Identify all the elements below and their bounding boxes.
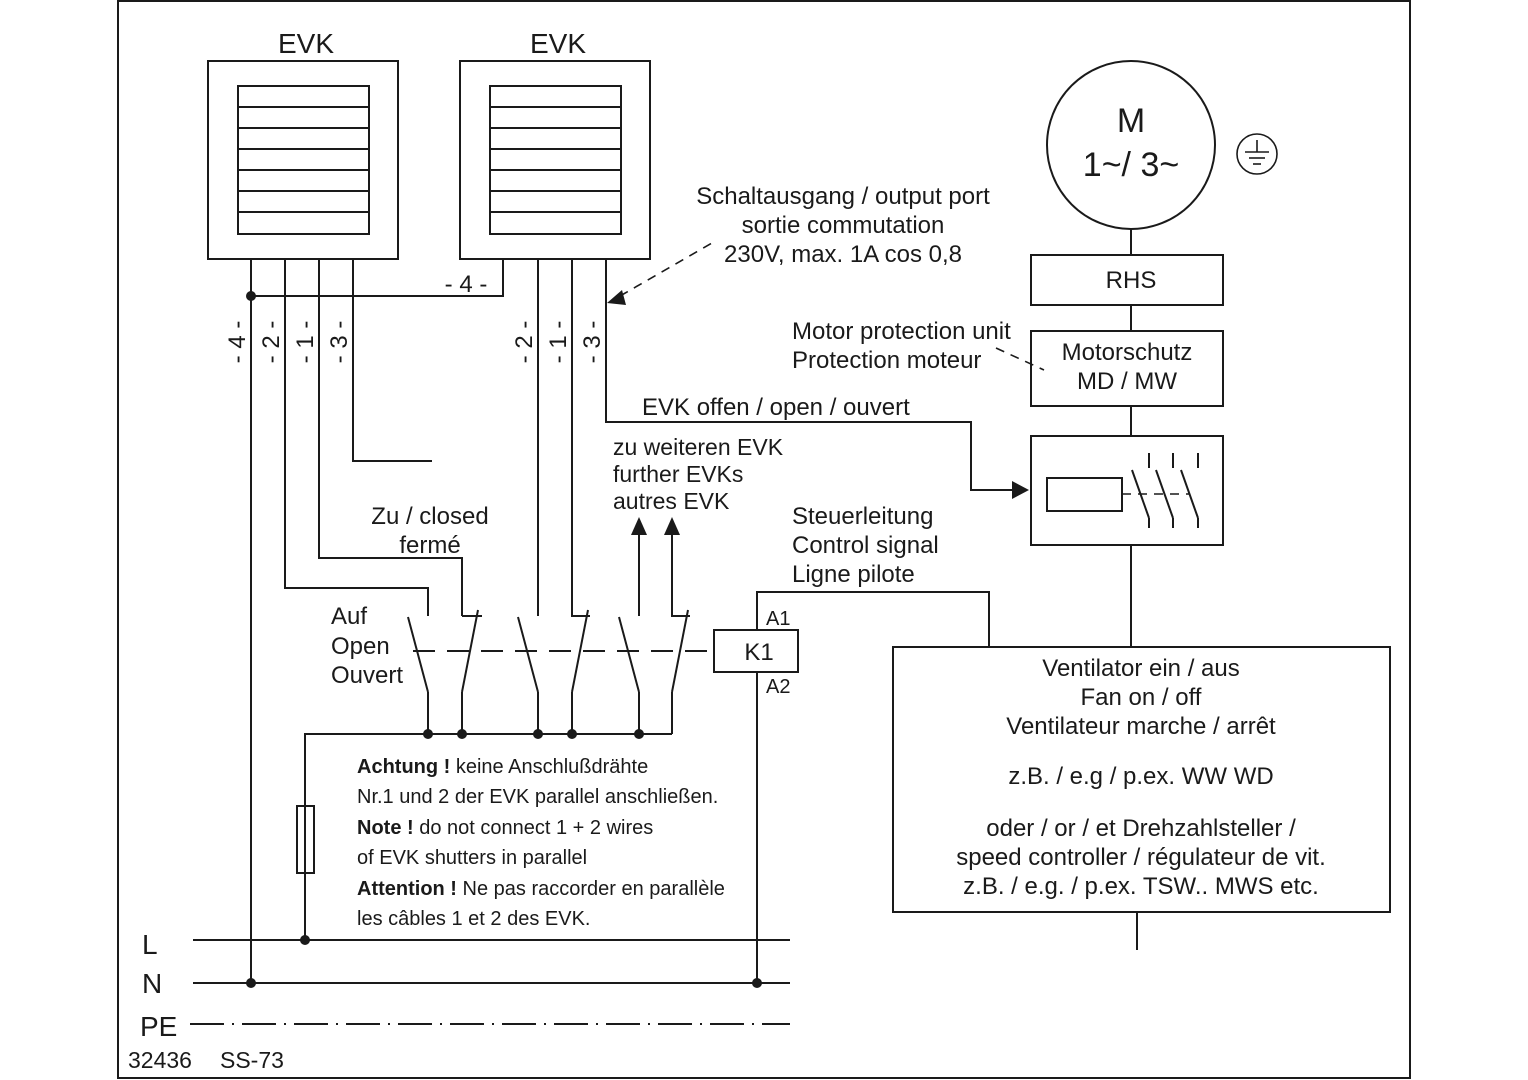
svg-text:MD / MW: MD / MW bbox=[1077, 368, 1177, 395]
svg-text:Note ! do not connect 1 + 2 w: Note ! do not connect 1 + 2 wires bbox=[357, 817, 653, 839]
motor-protection-box: Motorschutz MD / MW bbox=[1030, 330, 1224, 436]
motor-protection-callout: Motor protection unit Protection moteur bbox=[792, 318, 1045, 374]
svg-text:Zu / closed: Zu / closed bbox=[371, 503, 488, 530]
louver-icon bbox=[489, 85, 622, 235]
protective-earth-icon bbox=[1236, 133, 1278, 175]
rhs-box: RHS bbox=[1030, 254, 1224, 331]
relay-terminal-a1: A1 bbox=[766, 608, 790, 630]
svg-text:- 4 -: - 4 - bbox=[224, 321, 251, 364]
evk-1-label: EVK bbox=[278, 28, 334, 59]
svg-text:z.B. / e.g. / p.ex. TSW.. MWS: z.B. / e.g. / p.ex. TSW.. MWS etc. bbox=[963, 873, 1319, 900]
svg-text:further EVKs: further EVKs bbox=[613, 461, 743, 487]
svg-text:Protection moteur: Protection moteur bbox=[792, 347, 981, 374]
wire-4-label: - 4 - bbox=[445, 271, 488, 298]
svg-text:Fan on / off: Fan on / off bbox=[1081, 684, 1202, 711]
bus-label-n: N bbox=[142, 968, 162, 999]
svg-text:z.B. / e.g / p.ex. WW WD: z.B. / e.g / p.ex. WW WD bbox=[1008, 763, 1273, 790]
svg-text:Ventilator ein / aus: Ventilator ein / aus bbox=[1042, 655, 1239, 682]
svg-text:speed controller / régulateur: speed controller / régulateur de vit. bbox=[956, 844, 1326, 871]
evk-2-wires bbox=[537, 259, 1029, 617]
svg-text:Steuerleitung: Steuerleitung bbox=[792, 503, 933, 530]
svg-text:Achtung ! keine Anschlußdrähte: Achtung ! keine Anschlußdrähte bbox=[357, 756, 648, 778]
further-evk-label: zu weiteren EVK further EVKs autres EVK bbox=[613, 434, 784, 514]
further-evk-arrows bbox=[631, 517, 690, 617]
evk-unit-2: EVK bbox=[459, 28, 651, 260]
svg-text:zu weiteren EVK: zu weiteren EVK bbox=[613, 434, 784, 460]
svg-text:Nr.1 und 2 der EVK parallel an: Nr.1 und 2 der EVK parallel anschließen. bbox=[357, 786, 718, 808]
louver-icon bbox=[237, 85, 370, 235]
svg-text:les câbles 1 et 2 des EVK.: les câbles 1 et 2 des EVK. bbox=[357, 908, 590, 930]
svg-text:- 1 -: - 1 - bbox=[292, 321, 319, 364]
relay-terminal-a2: A2 bbox=[766, 676, 790, 698]
svg-text:oder / or / et Drehzahlstelle: oder / or / et Drehzahlsteller / bbox=[986, 815, 1296, 842]
closed-label: Zu / closed fermé bbox=[371, 503, 488, 559]
svg-text:Auf: Auf bbox=[331, 603, 367, 630]
diagram-frame bbox=[117, 0, 1411, 1079]
drawing-reference: 32436 SS-73 bbox=[128, 1047, 284, 1073]
svg-text:Schaltausgang / output port: Schaltausgang / output port bbox=[696, 183, 990, 210]
relay-contacts bbox=[304, 609, 712, 940]
svg-text:- 1 -: - 1 - bbox=[545, 321, 572, 364]
arrow-icon bbox=[664, 517, 680, 535]
svg-text:230V, max. 1A cos 0,8: 230V, max. 1A cos 0,8 bbox=[724, 241, 962, 268]
evk-unit-1: EVK bbox=[207, 28, 399, 260]
svg-text:M: M bbox=[1117, 102, 1145, 140]
output-port-callout: Schaltausgang / output port sortie commu… bbox=[607, 183, 990, 305]
svg-text:of EVK shutters in parallel: of EVK shutters in parallel bbox=[357, 847, 587, 869]
contactor-box bbox=[1030, 435, 1224, 647]
svg-text:- 3 -: - 3 - bbox=[579, 321, 606, 364]
svg-text:Motor protection unit: Motor protection unit bbox=[792, 318, 1011, 345]
svg-text:- 3 -: - 3 - bbox=[326, 321, 353, 364]
svg-text:RHS: RHS bbox=[1106, 267, 1157, 294]
evk-1-wires bbox=[246, 259, 504, 983]
svg-text:Ouvert: Ouvert bbox=[331, 662, 403, 689]
motor: M 1~/ 3~ bbox=[1046, 60, 1216, 255]
relay-name: K1 bbox=[744, 639, 773, 666]
svg-text:fermé: fermé bbox=[399, 532, 460, 559]
svg-text:Motorschutz: Motorschutz bbox=[1062, 339, 1193, 366]
svg-text:autres EVK: autres EVK bbox=[613, 488, 730, 514]
svg-text:- 2 -: - 2 - bbox=[258, 321, 285, 364]
evk-1-wire-labels: - 4 - - 2 - - 1 - - 3 - bbox=[224, 321, 353, 364]
power-bus: L N PE bbox=[140, 929, 790, 1042]
svg-text:sortie commutation: sortie commutation bbox=[742, 212, 945, 239]
svg-text:1~/ 3~: 1~/ 3~ bbox=[1083, 146, 1179, 184]
evk-open-label: EVK offen / open / ouvert bbox=[642, 394, 910, 421]
arrow-icon bbox=[1012, 481, 1029, 499]
warning-note: Achtung ! keine Anschlußdrähte Nr.1 und … bbox=[357, 756, 725, 930]
open-label: Auf Open Ouvert bbox=[331, 603, 403, 689]
arrow-icon bbox=[631, 517, 647, 535]
svg-text:Ligne pilote: Ligne pilote bbox=[792, 561, 915, 588]
svg-text:Open: Open bbox=[331, 633, 390, 660]
svg-text:- 2 -: - 2 - bbox=[511, 321, 538, 364]
evk-2-label: EVK bbox=[530, 28, 586, 59]
bus-label-pe: PE bbox=[140, 1011, 177, 1042]
svg-text:32436: 32436 bbox=[128, 1047, 192, 1073]
fan-controller-box: Ventilator ein / aus Fan on / off Ventil… bbox=[892, 646, 1391, 950]
arrow-icon bbox=[607, 290, 626, 305]
svg-text:Attention ! Ne pas raccorder e: Attention ! Ne pas raccorder en parallèl… bbox=[357, 878, 725, 900]
svg-text:SS-73: SS-73 bbox=[220, 1047, 284, 1073]
svg-text:Ventilateur marche / arrêt: Ventilateur marche / arrêt bbox=[1006, 713, 1276, 740]
evk-2-wire-labels: - 2 - - 1 - - 3 - bbox=[511, 321, 606, 364]
relay-k1: K1 A1 A2 bbox=[713, 591, 990, 983]
control-signal-label: Steuerleitung Control signal Ligne pilot… bbox=[792, 503, 939, 588]
svg-text:Control signal: Control signal bbox=[792, 532, 939, 559]
bus-label-l: L bbox=[142, 929, 158, 960]
